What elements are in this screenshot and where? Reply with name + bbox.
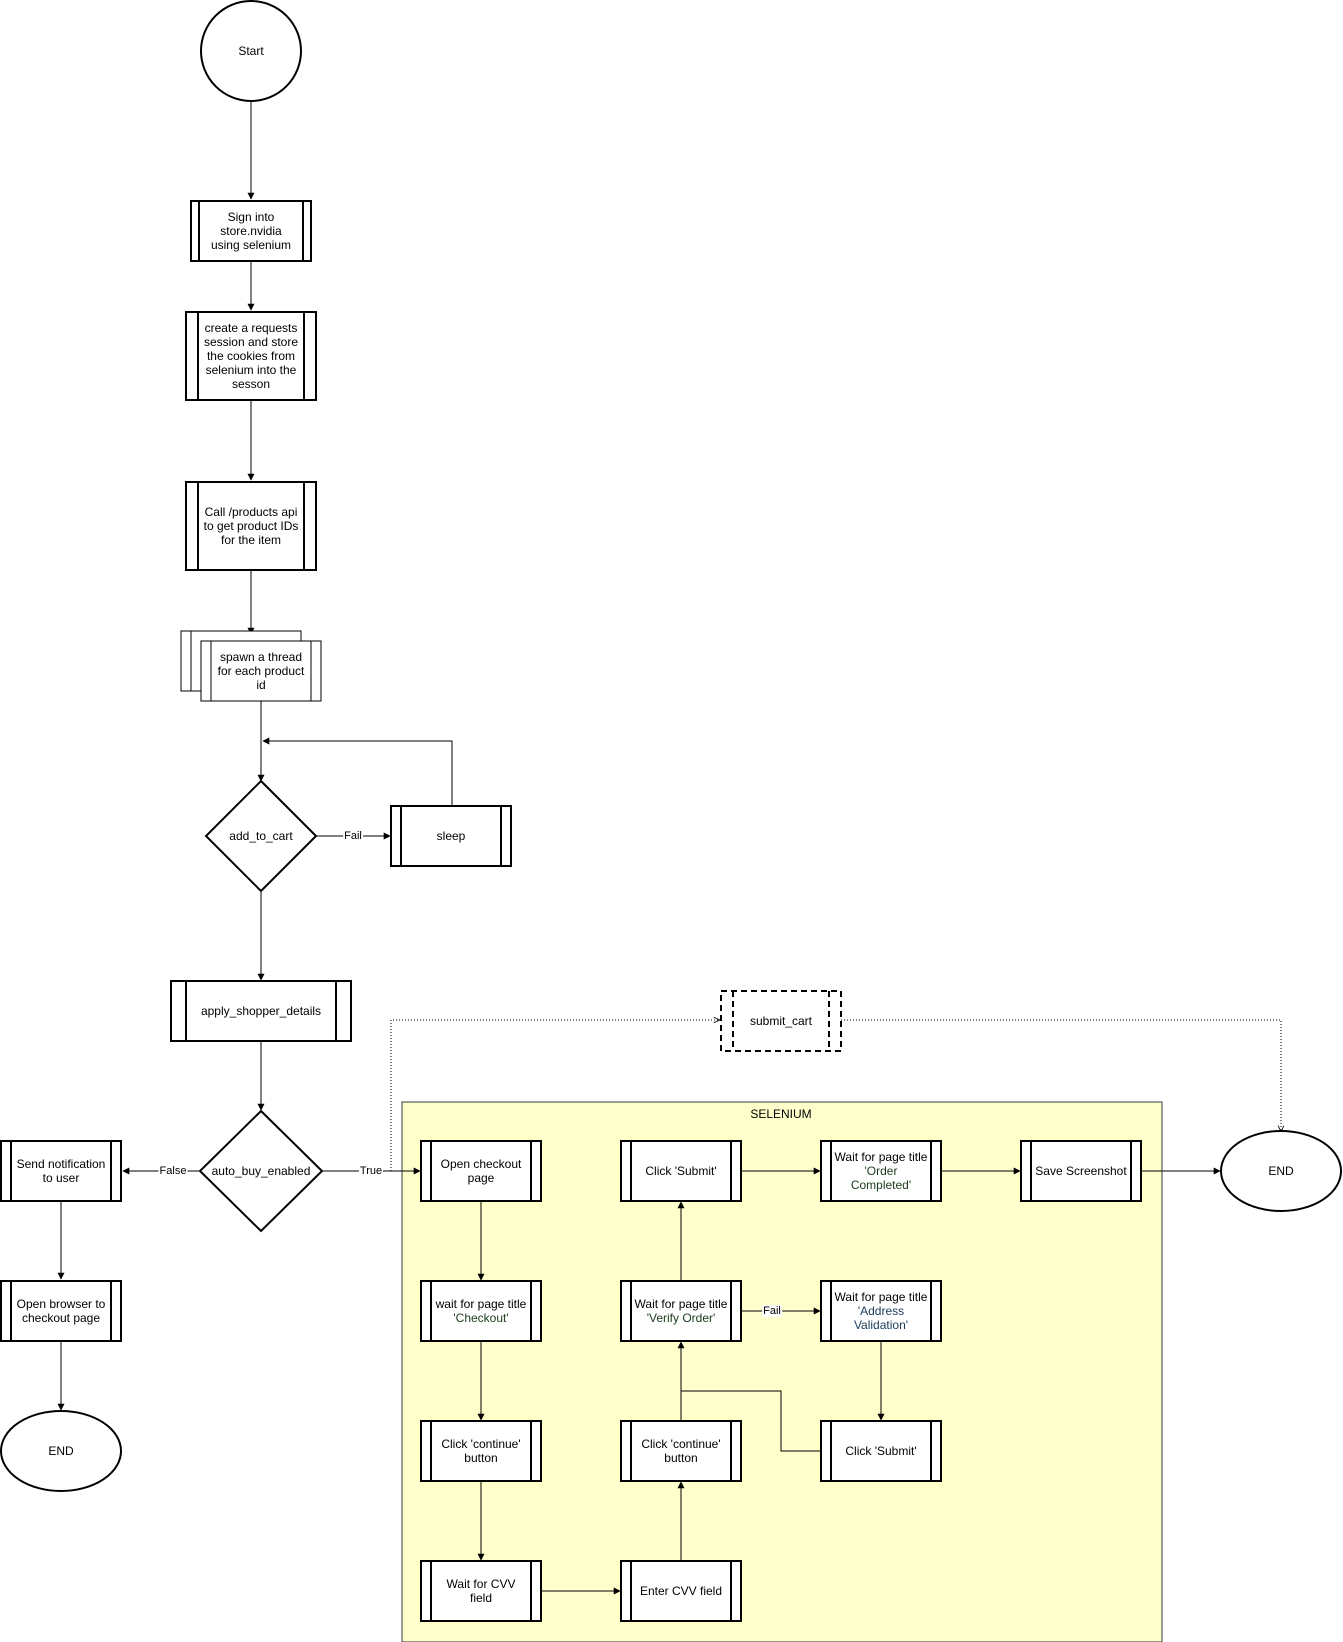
spawn-thread-node: [180, 630, 322, 702]
edge-selenium-submitcart: [390, 1020, 720, 1171]
start-node: [200, 0, 302, 102]
wait-order-completed-node: [820, 1140, 942, 1202]
open-browser-node: [0, 1280, 122, 1342]
edge-submit2-verify: [681, 1390, 820, 1452]
end-left-node: [0, 1410, 122, 1492]
auto-buy-enabled-decision: [198, 1109, 324, 1233]
call-products-api-node: [185, 481, 317, 571]
wait-verify-order-node: [620, 1280, 742, 1342]
requests-session-node: [185, 311, 317, 401]
apply-shopper-details-node: [170, 980, 352, 1042]
add-to-cart-decision: [204, 779, 318, 893]
click-submit-1-node: [620, 1140, 742, 1202]
end-right-node: [1220, 1130, 1342, 1212]
save-screenshot-node: [1020, 1140, 1142, 1202]
sleep-node: [390, 805, 512, 867]
sign-in-node: [190, 200, 312, 262]
send-notification-node: [0, 1140, 122, 1202]
edge-sleep-loop: [262, 737, 453, 806]
submit-cart-node: [720, 990, 842, 1052]
click-continue-1-node: [420, 1420, 542, 1482]
wait-cvv-node: [420, 1560, 542, 1622]
wait-address-validation-node: [820, 1280, 942, 1342]
click-submit-2-node: [820, 1420, 942, 1482]
click-continue-2-node: [620, 1420, 742, 1482]
wait-checkout-node: [420, 1280, 542, 1342]
enter-cvv-node: [620, 1560, 742, 1622]
open-checkout-node: [420, 1140, 542, 1202]
